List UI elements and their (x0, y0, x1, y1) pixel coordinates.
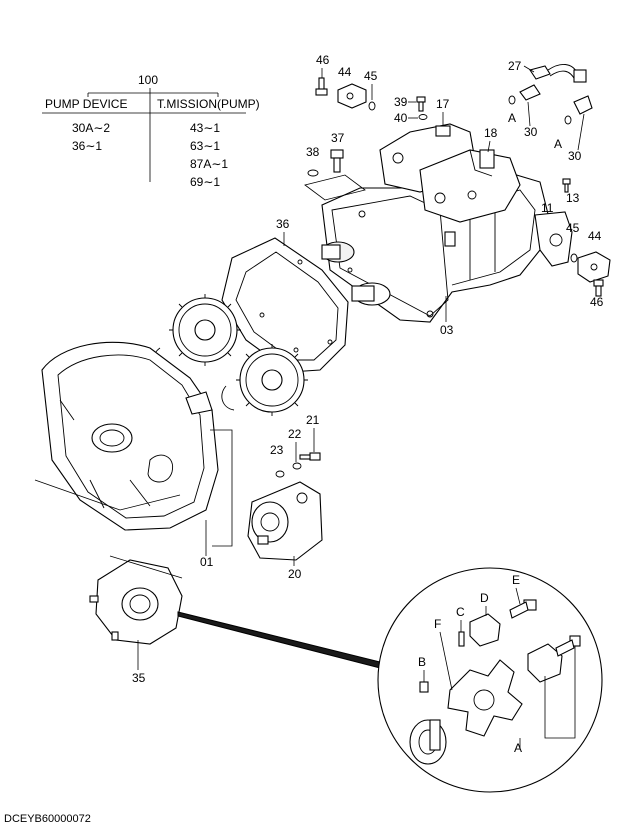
callout-45: 45 (364, 69, 378, 83)
callout-03: 03 (440, 323, 454, 337)
callout-13: 13 (566, 191, 580, 205)
detail-hub (409, 719, 447, 765)
washer-22 (292, 462, 302, 470)
detail-pin-c (458, 631, 465, 647)
callout-17: 17 (436, 97, 450, 111)
table-col1-item: 36∼1 (72, 139, 102, 153)
block-44-right (577, 251, 611, 283)
detail-bolt-e (509, 599, 537, 619)
table-col2-item: 43∼1 (190, 121, 220, 135)
detail-block-d (469, 613, 501, 647)
callout-30-b: 30 (568, 149, 582, 163)
hose-30-a (508, 84, 541, 105)
table-col2-title: T.MISSION(PUMP) (157, 97, 260, 111)
table-col2-item: 63∼1 (190, 139, 220, 153)
callouts: 46 44 45 39 40 17 27 A 30 A 30 37 38 18 … (132, 53, 604, 755)
table-col2-item: 87A∼1 (190, 157, 228, 171)
table-header: 100 (138, 73, 158, 87)
callout-21: 21 (306, 413, 320, 427)
callout-27: 27 (508, 59, 522, 73)
hose-30-b (564, 95, 593, 125)
gear-pump-20 (247, 481, 323, 561)
callout-46: 46 (316, 53, 330, 67)
detail-block-a (527, 643, 563, 683)
gear-lower (236, 344, 308, 416)
washer-40 (418, 114, 428, 120)
detail-view (377, 567, 603, 793)
callout-a-upper-1: A (508, 111, 516, 125)
bolt-13 (562, 178, 571, 193)
bolt-37 (330, 149, 344, 173)
housing-01 (41, 341, 219, 531)
callout-46-right: 46 (590, 295, 604, 309)
callout-20: 20 (288, 567, 302, 581)
bolt-39 (416, 96, 426, 112)
callout-35: 35 (132, 671, 146, 685)
gasket-36 (221, 237, 349, 373)
oring-23 (275, 470, 285, 478)
detail-callout-b: B (418, 655, 426, 669)
drawing-code: DCEYB60000072 (4, 813, 91, 825)
callout-40: 40 (394, 111, 408, 125)
gear-upper (169, 294, 241, 366)
detail-element-f (447, 659, 523, 737)
detail-callout-d: D (480, 591, 489, 605)
callout-38: 38 (306, 145, 320, 159)
callout-45-right: 45 (566, 221, 580, 235)
oring-45-right (570, 253, 578, 263)
washer-38 (307, 169, 319, 177)
callout-a-upper-2: A (554, 137, 562, 151)
regulator-17-18 (379, 123, 521, 223)
block-11 (534, 211, 573, 267)
bolt-21 (299, 452, 321, 461)
callout-23: 23 (270, 443, 284, 457)
callout-39: 39 (394, 95, 408, 109)
callout-01: 01 (200, 555, 214, 569)
callout-22: 22 (288, 427, 302, 441)
table-col2-item: 69∼1 (190, 175, 220, 189)
bolt-46-right (593, 279, 604, 297)
detail-callout-e: E (512, 573, 520, 587)
detail-callout-a: A (514, 741, 522, 755)
callout-44-right: 44 (588, 229, 602, 243)
detail-bolt-right (555, 635, 581, 657)
fitting-27 (529, 64, 587, 83)
detail-screw-b (419, 681, 429, 693)
table-col1-title: PUMP DEVICE (45, 97, 127, 111)
callout-30-a: 30 (524, 125, 538, 139)
detail-callout-c: C (456, 605, 465, 619)
block-44-top (337, 83, 367, 109)
parts-table: 100 PUMP DEVICE T.MISSION(PUMP) 30A∼2 36… (42, 73, 260, 189)
detail-callout-f: F (434, 617, 441, 631)
callout-11: 11 (541, 201, 554, 215)
table-col1-item: 30A∼2 (72, 121, 110, 135)
bolt-46-top (315, 77, 328, 96)
oring-45-top (368, 101, 376, 111)
callout-18: 18 (484, 126, 498, 140)
callout-44: 44 (338, 65, 352, 79)
callout-36: 36 (276, 217, 290, 231)
callout-37: 37 (331, 131, 345, 145)
coupling-35 (89, 559, 183, 645)
